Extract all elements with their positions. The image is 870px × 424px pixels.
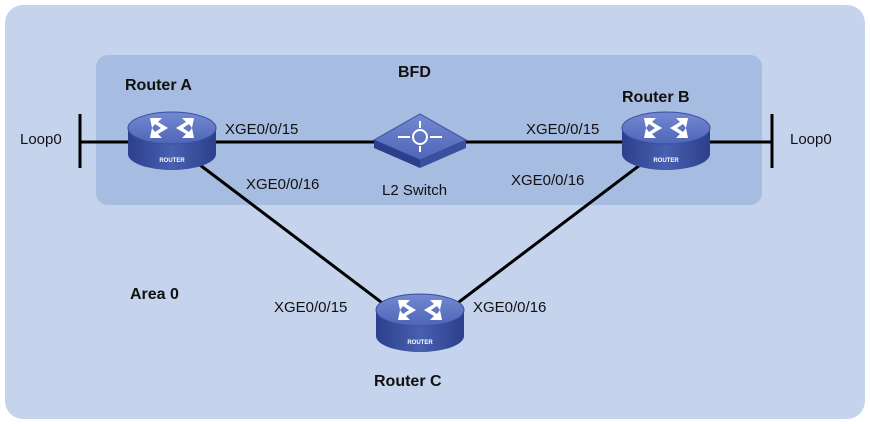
if-c-a-label: XGE0/0/15 bbox=[274, 299, 348, 316]
bfd-label: BFD bbox=[398, 64, 431, 81]
router-b-badge: ROUTER bbox=[653, 158, 679, 164]
if-b-switch-label: XGE0/0/15 bbox=[526, 121, 600, 138]
router-c-label: Router C bbox=[374, 373, 442, 390]
link-a-c bbox=[199, 163, 386, 307]
area-label: Area 0 bbox=[130, 286, 179, 303]
if-a-switch-label: XGE0/0/15 bbox=[225, 121, 299, 138]
router-b-label: Router B bbox=[622, 89, 690, 106]
loop0-b-label: Loop0 bbox=[790, 131, 832, 148]
router-a-label: Router A bbox=[125, 77, 192, 94]
router-c-badge: ROUTER bbox=[407, 340, 433, 346]
l2-switch-icon bbox=[372, 113, 468, 168]
link-b-c bbox=[454, 163, 641, 307]
l2-switch-label: L2 Switch bbox=[382, 182, 448, 199]
if-c-b-label: XGE0/0/16 bbox=[473, 299, 547, 316]
if-b-c-label: XGE0/0/16 bbox=[511, 172, 585, 189]
if-a-c-label: XGE0/0/16 bbox=[246, 176, 320, 193]
loop0-a-label: Loop0 bbox=[20, 131, 62, 148]
router-a-badge: ROUTER bbox=[159, 158, 185, 164]
